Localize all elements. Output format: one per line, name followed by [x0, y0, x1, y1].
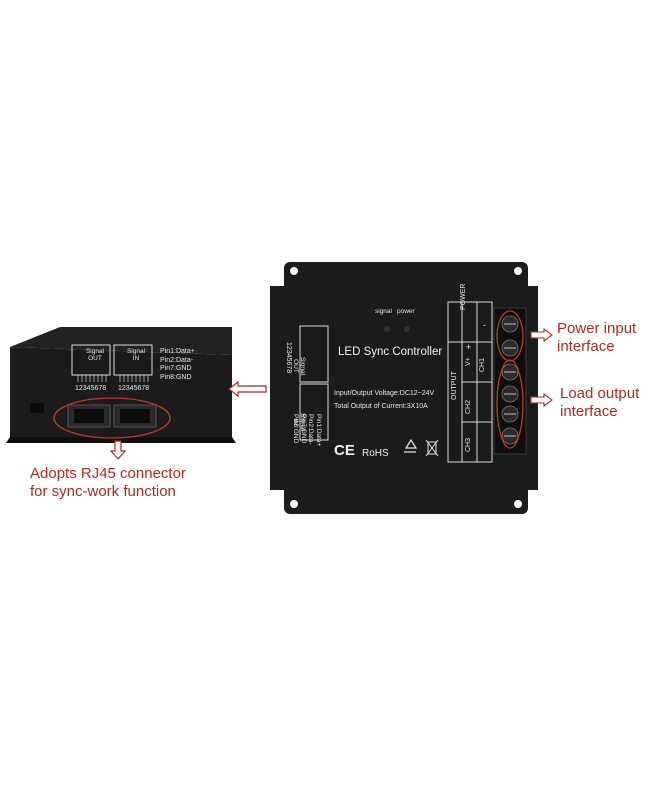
output-terminal-highlight: [496, 359, 524, 449]
signal-indicator-label: signal: [375, 308, 392, 315]
load-output-callout: Load output interface: [560, 385, 640, 420]
rohs-mark: RoHS: [362, 448, 389, 459]
terminal-plus-label: +: [466, 342, 472, 352]
main-pin-3: Pin7:GND: [300, 414, 307, 444]
main-signal-out-label: Signal OUT: [292, 356, 306, 376]
load-output-arrow-icon: [530, 393, 553, 407]
main-pin-list: Pin1:Data+ Pin2:Data- Pin7:GND Pin8:GND: [292, 414, 323, 447]
terminal-output-label: OUTPUT: [451, 371, 458, 400]
current-spec: Total Output of Current:3X10A: [334, 403, 428, 410]
rj45-callout: Adopts RJ45 connector for sync-work func…: [30, 465, 186, 500]
side-signal-in-label: Signal IN: [126, 348, 146, 362]
weee-bin-icon: [425, 439, 439, 457]
terminal-vplus-label: V+: [465, 357, 472, 366]
terminal-ch3-label: CH3: [465, 437, 472, 452]
side-pin-list: Pin1:Data+ Pin2:Data- Pin7:GND Pin8:GND: [160, 348, 195, 382]
power-led: [404, 326, 410, 332]
main-pin-2: Pin2:Data-: [307, 414, 315, 445]
power-input-callout: Power input interface: [557, 320, 637, 355]
side-pin-4: Pin8:GND: [160, 373, 192, 381]
left-arrow-icon: [228, 381, 267, 397]
power-terminal-highlight: [496, 310, 524, 362]
terminal-power-label: POWER: [460, 283, 467, 310]
side-pin-numbers-right: 12345678: [118, 385, 150, 392]
side-device-photo: [6, 327, 236, 443]
side-pin-1: Pin1:Data+: [160, 348, 195, 355]
main-pin-1: Pin1:Data+: [315, 414, 322, 447]
signal-led: [384, 326, 390, 332]
side-signal-out-label: Signal OUT: [85, 348, 105, 362]
main-pin-numbers: 12345678: [285, 342, 292, 374]
controller-title: LED Sync Controller: [338, 346, 443, 358]
down-arrow-icon: [110, 440, 126, 460]
voltage-spec: Input/Output Voltage:DC12~24V: [334, 390, 435, 397]
ce-mark: CE: [334, 442, 355, 459]
power-indicator-label: power: [397, 308, 415, 315]
rj45-highlight-ellipse: [53, 397, 171, 439]
controller-device-photo: [270, 262, 538, 514]
power-input-arrow-icon: [530, 328, 553, 342]
recycle-icon: [404, 438, 418, 453]
side-pin-3: Pin7:GND: [160, 365, 192, 372]
side-pin-2: Pin2:Data-: [160, 356, 194, 364]
side-pin-numbers-left: 12345678: [75, 385, 107, 392]
terminal-ch1-label: CH1: [479, 357, 486, 372]
terminal-minus-label: -: [483, 320, 486, 330]
main-pin-4: Pin8:GND: [292, 414, 300, 444]
terminal-ch2-label: CH2: [465, 399, 472, 414]
